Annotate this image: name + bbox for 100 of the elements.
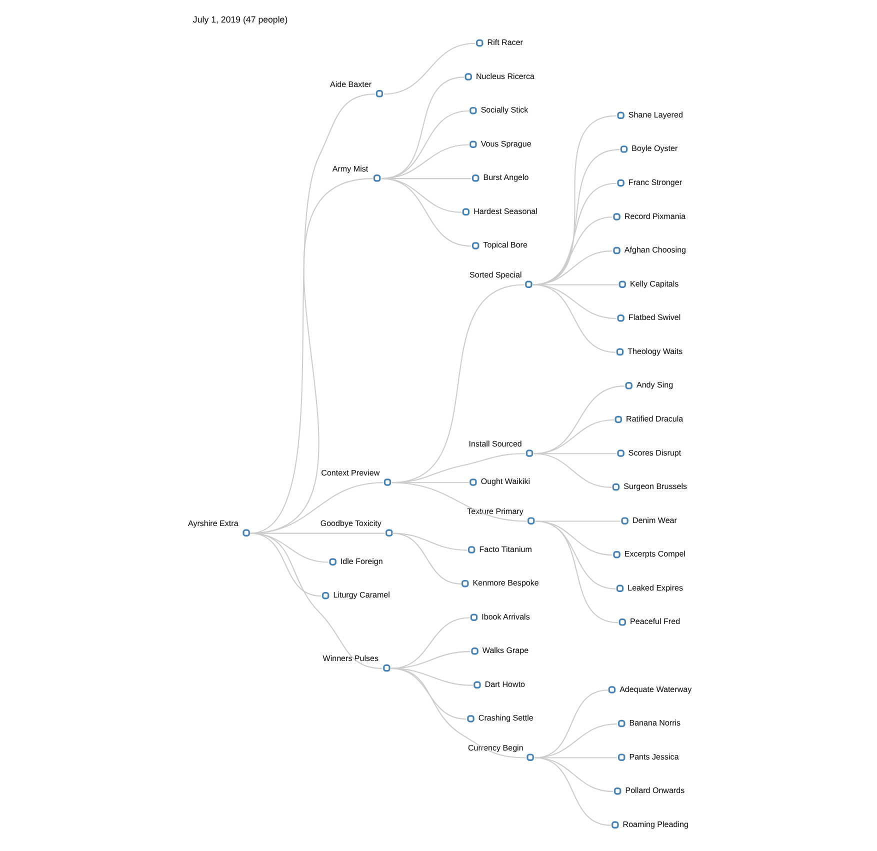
node-circle xyxy=(469,478,476,486)
node-circle xyxy=(616,584,624,592)
connector xyxy=(534,757,613,792)
node-circle xyxy=(616,112,624,120)
connector xyxy=(380,178,471,247)
node-label: Franc Stronger xyxy=(628,178,682,187)
node-circle xyxy=(372,174,380,182)
node-circle xyxy=(383,478,391,486)
node-label: Boyle Oyster xyxy=(631,144,678,154)
connector xyxy=(532,284,616,353)
node-circle xyxy=(526,517,534,524)
node-circle xyxy=(470,648,478,655)
node-label: Kelly Capitals xyxy=(630,279,678,288)
node-circle xyxy=(614,416,622,424)
node-label: Goodbye Toxicity xyxy=(320,519,381,528)
node-label: Flatbed Swivel xyxy=(628,313,680,322)
node-label: Burst Angelo xyxy=(482,173,528,182)
node-circle xyxy=(382,664,390,672)
node-label: Shane Layered xyxy=(628,110,682,120)
node-label: Excerpts Compel xyxy=(624,550,686,559)
node-label: Pants Jessica xyxy=(628,752,678,762)
node-circle xyxy=(616,450,624,457)
connector xyxy=(535,520,620,522)
node-label: Nucleus Ricerca xyxy=(476,72,534,81)
node-label: Leaked Expires xyxy=(627,583,683,592)
node-circle xyxy=(385,529,392,536)
node-label: Vous Sprague xyxy=(480,139,531,148)
node-circle xyxy=(620,517,628,524)
connector xyxy=(532,284,618,286)
node-circle xyxy=(242,529,250,536)
node-label: Denim Wear xyxy=(632,516,676,525)
connector xyxy=(532,149,620,286)
node-circle xyxy=(321,592,329,600)
node-label: Adequate Waterway xyxy=(619,684,692,694)
connector xyxy=(391,482,526,522)
node-label: Scores Disrupt xyxy=(628,448,681,458)
node-circle xyxy=(617,720,625,728)
diagram-title: July 1, 2019 (47 people) xyxy=(192,14,288,24)
node-label: Banana Norris xyxy=(628,718,680,728)
connector xyxy=(534,520,618,624)
node-circle xyxy=(616,314,624,322)
node-circle xyxy=(461,580,468,588)
node-circle xyxy=(618,618,626,626)
node-label: Facto Titanium xyxy=(478,544,532,554)
node-circle xyxy=(612,551,620,558)
node-circle xyxy=(462,208,470,216)
node-circle xyxy=(471,242,479,250)
node-label: Army Mist xyxy=(332,164,368,174)
connector xyxy=(534,520,616,590)
node-label: Theology Waits xyxy=(627,346,682,356)
node-circle xyxy=(608,686,616,694)
connector xyxy=(534,723,617,758)
node-label: Context Preview xyxy=(320,468,380,478)
node-circle xyxy=(526,754,534,761)
node-label: Roaming Pleading xyxy=(622,820,688,829)
node-circle xyxy=(620,146,628,153)
node-label: Walks Grape xyxy=(482,646,528,656)
node-circle xyxy=(469,140,476,148)
node-label: Idle Foreign xyxy=(340,556,382,566)
node-label: Ratified Dracula xyxy=(626,414,683,424)
node-label: Socially Stick xyxy=(480,106,528,115)
node-circle xyxy=(464,73,472,80)
node-circle xyxy=(375,90,383,98)
node-circle xyxy=(470,614,478,621)
node-label: Aide Baxter xyxy=(330,80,372,89)
node-label: Pollard Onwards xyxy=(624,786,684,796)
node-label: Surgeon Brussels xyxy=(623,482,687,492)
node-label: Sorted Special xyxy=(469,270,522,280)
node-label: Kenmore Bespoke xyxy=(472,578,538,588)
connector xyxy=(249,532,382,669)
node-label: Dart Howto xyxy=(484,680,525,689)
connector xyxy=(390,668,526,758)
node-circle xyxy=(624,382,632,390)
node-label: Hardest Seasonal xyxy=(473,206,537,216)
connector xyxy=(383,42,475,95)
connector xyxy=(533,453,612,488)
node-circle xyxy=(612,246,620,254)
node-label: Topical Bore xyxy=(482,240,527,250)
node-label: Rift Racer xyxy=(486,38,522,48)
node-circle xyxy=(525,450,533,457)
connector xyxy=(534,757,617,758)
node-circle xyxy=(618,280,626,288)
connector xyxy=(534,757,610,826)
node-circle xyxy=(524,280,532,288)
node-label: Afghan Choosing xyxy=(624,246,686,255)
node-circle xyxy=(612,483,620,491)
node-label: Crashing Settle xyxy=(478,714,533,723)
node-circle xyxy=(612,213,620,220)
node-label: Install Sourced xyxy=(468,439,522,448)
node-circle xyxy=(617,754,625,761)
node-circle xyxy=(616,348,624,356)
node-circle xyxy=(466,715,474,722)
node-circle xyxy=(328,558,336,566)
node-circle xyxy=(476,39,483,47)
node-label: Winners Pulses xyxy=(322,654,378,664)
node-label: Ought Waikiki xyxy=(480,477,530,486)
node-label: Liturgy Caramel xyxy=(332,590,390,600)
node-label: Record Pixmania xyxy=(624,212,686,221)
node-circle xyxy=(467,546,475,554)
node-circle xyxy=(616,179,624,187)
